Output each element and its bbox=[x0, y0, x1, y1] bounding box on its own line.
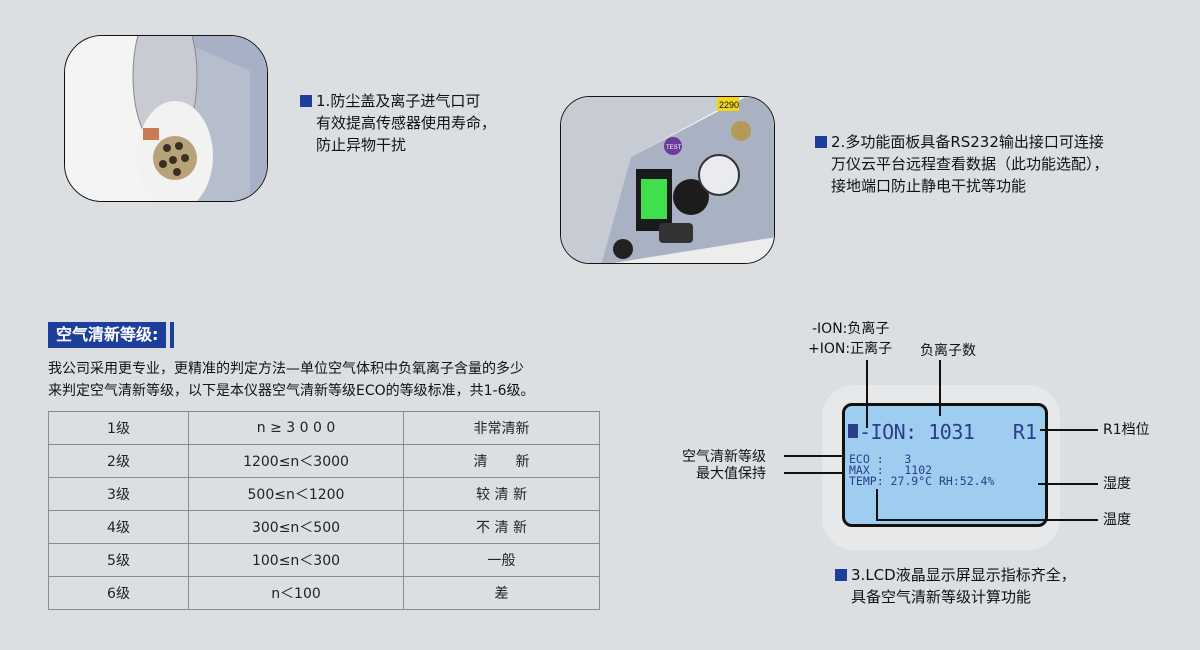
range-cell: 1200≤n＜3000 bbox=[188, 444, 404, 478]
level-cell: 5级 bbox=[48, 543, 189, 577]
lcd-screen: -ION: 1031 R1 ECO : 3 MAX : 1102 TEMP: 2… bbox=[842, 403, 1048, 527]
bullet-square-icon bbox=[815, 136, 827, 148]
dust-cover-photo bbox=[64, 35, 268, 202]
table-row: 6级 n＜100 差 bbox=[48, 576, 600, 610]
annotation-ion-positive: +ION:正离子 bbox=[808, 341, 893, 357]
desc-cell: 不 清 新 bbox=[403, 510, 600, 544]
intro-line: 来判定空气清新等级，以下是本仪器空气清新等级ECO的等级标准，共1-6级。 bbox=[48, 383, 535, 399]
section-title: 空气清新等级: bbox=[48, 322, 175, 348]
table-row: 5级 100≤n＜300 一般 bbox=[48, 543, 600, 577]
annotation-ion-count: 负离子数 bbox=[920, 343, 976, 359]
leader-line bbox=[784, 472, 844, 474]
feature-number: 1. bbox=[316, 92, 331, 110]
intro-line: 我公司采用更专业，更精准的判定方法—单位空气体积中负氧离子含量的多少 bbox=[48, 361, 524, 377]
feature-text: 有效提高传感器使用寿命， bbox=[316, 114, 497, 132]
level-cell: 1级 bbox=[48, 411, 189, 445]
desc-cell: 清 新 bbox=[403, 444, 600, 478]
feature-2: 2.多功能面板具备RS232输出接口可连接 万仪云平台远程查看数据（此功能选配）… bbox=[815, 131, 1109, 197]
feature-text: LCD液晶显示屏显示指标齐全， bbox=[865, 566, 1076, 584]
bullet-square-icon bbox=[300, 95, 312, 107]
lcd-max: MAX : 1102 bbox=[849, 463, 933, 477]
feature-text: 万仪云平台远程查看数据（此功能选配）， bbox=[831, 155, 1109, 173]
grade-table: 1级 n ≥ 3 0 0 0 非常清新 2级 1200≤n＜3000 清 新 3… bbox=[48, 411, 600, 610]
feature-1: 1.防尘盖及离子进气口可 有效提高传感器使用寿命， 防止异物干扰 bbox=[300, 90, 496, 156]
feature-number: 3. bbox=[851, 566, 866, 584]
panel-ports-photo: 2290 TEST bbox=[560, 96, 775, 264]
leader-line bbox=[866, 360, 868, 428]
title-bar-decoration bbox=[170, 322, 175, 348]
feature-number: 2. bbox=[831, 133, 846, 151]
leader-line bbox=[784, 455, 844, 457]
feature-text: 多功能面板具备RS232输出接口可连接 bbox=[845, 133, 1104, 151]
range-cell: 500≤n＜1200 bbox=[188, 477, 404, 511]
desc-cell: 一般 bbox=[403, 543, 600, 577]
leader-line bbox=[1038, 483, 1098, 485]
test-button-label: TEST bbox=[666, 145, 682, 151]
range-cell: n＜100 bbox=[188, 576, 404, 610]
table-row: 4级 300≤n＜500 不 清 新 bbox=[48, 510, 600, 544]
level-cell: 4级 bbox=[48, 510, 189, 544]
annotation-max: 最大值保持 bbox=[696, 466, 766, 482]
annotation-humidity: 湿度 bbox=[1103, 476, 1131, 492]
feature-text: 接地端口防止静电干扰等功能 bbox=[831, 177, 1027, 195]
feature-3: 3.LCD液晶显示屏显示指标齐全， 具备空气清新等级计算功能 bbox=[835, 564, 1076, 608]
annotation-range: R1档位 bbox=[1103, 422, 1150, 438]
level-cell: 6级 bbox=[48, 576, 189, 610]
range-cell: 100≤n＜300 bbox=[188, 543, 404, 577]
table-row: 1级 n ≥ 3 0 0 0 非常清新 bbox=[48, 411, 600, 445]
leader-line bbox=[939, 360, 941, 416]
table-row: 3级 500≤n＜1200 较 清 新 bbox=[48, 477, 600, 511]
bullet-square-icon bbox=[835, 569, 847, 581]
table-row: 2级 1200≤n＜3000 清 新 bbox=[48, 444, 600, 478]
annotation-eco: 空气清新等级 bbox=[682, 449, 766, 465]
desc-cell: 差 bbox=[403, 576, 600, 610]
annotation-temperature: 温度 bbox=[1103, 512, 1131, 528]
lcd-range: R1 bbox=[1012, 420, 1037, 444]
feature-text: 具备空气清新等级计算功能 bbox=[851, 588, 1032, 606]
lcd-eco: ECO : 3 bbox=[849, 452, 912, 466]
level-cell: 3级 bbox=[48, 477, 189, 511]
lcd-ion-reading: -ION: 1031 bbox=[859, 420, 975, 444]
lcd-temp-rh: TEMP: 27.9°C RH:52.4% bbox=[849, 474, 995, 488]
leader-line bbox=[1040, 429, 1098, 431]
battery-icon bbox=[848, 424, 858, 438]
feature-text: 防止异物干扰 bbox=[316, 136, 407, 154]
level-cell: 2级 bbox=[48, 444, 189, 478]
leader-line bbox=[876, 489, 878, 520]
annotation-ion-negative: -ION:负离子 bbox=[812, 321, 890, 337]
label-tag: 2290 bbox=[719, 100, 739, 110]
desc-cell: 较 清 新 bbox=[403, 477, 600, 511]
leader-line bbox=[876, 519, 1098, 521]
section-title-label: 空气清新等级: bbox=[48, 322, 167, 348]
desc-cell: 非常清新 bbox=[403, 411, 600, 445]
section-intro: 我公司采用更专业，更精准的判定方法—单位空气体积中负氧离子含量的多少 来判定空气… bbox=[48, 358, 535, 402]
feature-text: 防尘盖及离子进气口可 bbox=[330, 92, 481, 110]
range-cell: n ≥ 3 0 0 0 bbox=[188, 411, 404, 445]
range-cell: 300≤n＜500 bbox=[188, 510, 404, 544]
